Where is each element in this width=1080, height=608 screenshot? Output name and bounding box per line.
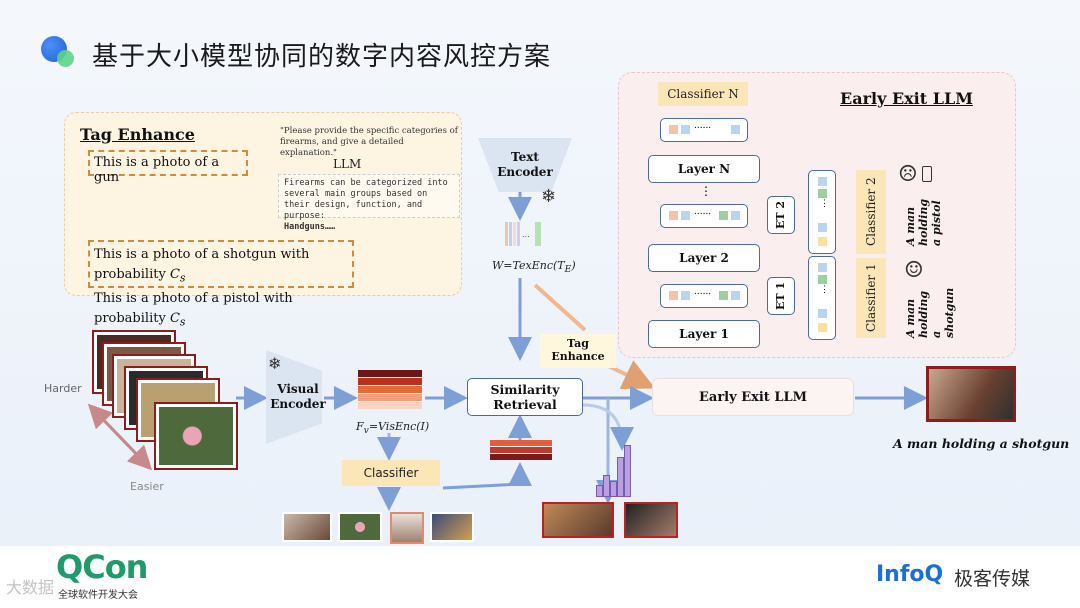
- et1-box: ET 1: [767, 277, 795, 315]
- layer-1-box: Layer 1: [648, 320, 760, 348]
- token-row-n: ......: [660, 118, 748, 142]
- infoq-logo: InfoQ: [876, 562, 944, 587]
- text-feature-stack: [490, 440, 552, 462]
- score-histogram-icon: [594, 445, 634, 497]
- et2-box: ET 2: [767, 196, 795, 234]
- tag-output-shotgun: This is a photo of a shotgun with probab…: [94, 247, 310, 285]
- thumb-sleeping: [282, 512, 332, 542]
- tag-enhance-label: Tag Enhance: [540, 334, 616, 368]
- visual-encoder-frozen-icon: ❄: [268, 354, 282, 373]
- thumb-sports: [430, 512, 474, 542]
- thumb-flower: [338, 512, 382, 542]
- token-row-2: ......: [660, 204, 748, 228]
- llm-response-text: Firearms can be categorized into several…: [284, 178, 448, 221]
- title-bullet-accent-icon: [57, 50, 74, 67]
- retrieved-image-pistol: [624, 502, 678, 538]
- text-encoder-formula: W=TexEnc(TE): [492, 259, 576, 276]
- tag-enhance-title: Tag Enhance: [80, 125, 195, 144]
- llm-response-tail: Handguns……: [284, 222, 336, 232]
- classifier-box: Classifier: [342, 460, 440, 486]
- token-column-1: ⋮: [808, 256, 836, 340]
- output-caption: A man holding a shotgun: [893, 436, 1070, 451]
- visual-encoder-label: Visual Encoder: [270, 382, 326, 411]
- classifier-1-output: A man holding a shotgun: [904, 287, 956, 338]
- layer-n-box: Layer N: [648, 155, 760, 183]
- watermark: 大数据: [6, 578, 55, 597]
- visual-encoder-formula: Fv=VisEnc(I): [356, 420, 430, 437]
- tag-output-pistol: This is a photo of a pistol with probabi…: [94, 290, 293, 329]
- sad-face-icon: ☹: [898, 162, 918, 187]
- qcon-subtitle: 全球软件开发大会: [58, 590, 138, 601]
- llm-response: Firearms can be categorized into several…: [278, 174, 460, 232]
- layer-2-box: Layer 2: [648, 244, 760, 272]
- token-column-2: ⋮: [808, 170, 836, 254]
- output-image: [926, 366, 1016, 422]
- retrieved-image-shotgun: [542, 502, 614, 538]
- tag-output-box: This is a photo of a shotgun with probab…: [88, 240, 354, 328]
- llm-label: LLM: [333, 157, 362, 171]
- llm-prompt: "Please provide the specific categories …: [280, 126, 458, 158]
- layer-vdots: ⋮: [700, 184, 712, 198]
- classifier-1-box: Classifier 1: [856, 258, 886, 338]
- visual-feature-stack: [358, 370, 422, 416]
- qcon-logo: QCon: [56, 548, 148, 586]
- token-row-1: ......: [660, 284, 748, 308]
- text-encoder-frozen-icon: ❄: [541, 186, 557, 207]
- infoq-chinese-name: 极客传媒: [954, 568, 1031, 590]
- early-exit-llm-box: Early Exit LLM: [652, 378, 854, 416]
- classifier-n-box: Classifier N: [658, 82, 748, 106]
- page-title: 基于大小模型协同的数字内容风控方案: [92, 42, 552, 72]
- harder-label: Harder: [44, 382, 82, 395]
- text-encoder-label: Text Encoder: [497, 150, 553, 179]
- footer-bar: [0, 546, 1080, 608]
- similarity-retrieval-box: Similarity Retrieval: [467, 378, 583, 416]
- tag-input-box: This is a photo of a gun: [88, 150, 248, 185]
- thumb-gun: [390, 512, 424, 544]
- input-image-stack: [86, 330, 236, 470]
- happy-face-icon: ☺: [904, 258, 924, 283]
- classifier-2-output: A man holding a pistol: [904, 198, 943, 246]
- easier-label: Easier: [130, 480, 164, 493]
- pistol-icon: [922, 166, 932, 182]
- text-embedding-icon: ...: [505, 222, 545, 246]
- stack-image-flower: [156, 404, 236, 468]
- llm-panel-title: Early Exit LLM: [840, 89, 973, 108]
- classifier-2-box: Classifier 2: [856, 170, 886, 254]
